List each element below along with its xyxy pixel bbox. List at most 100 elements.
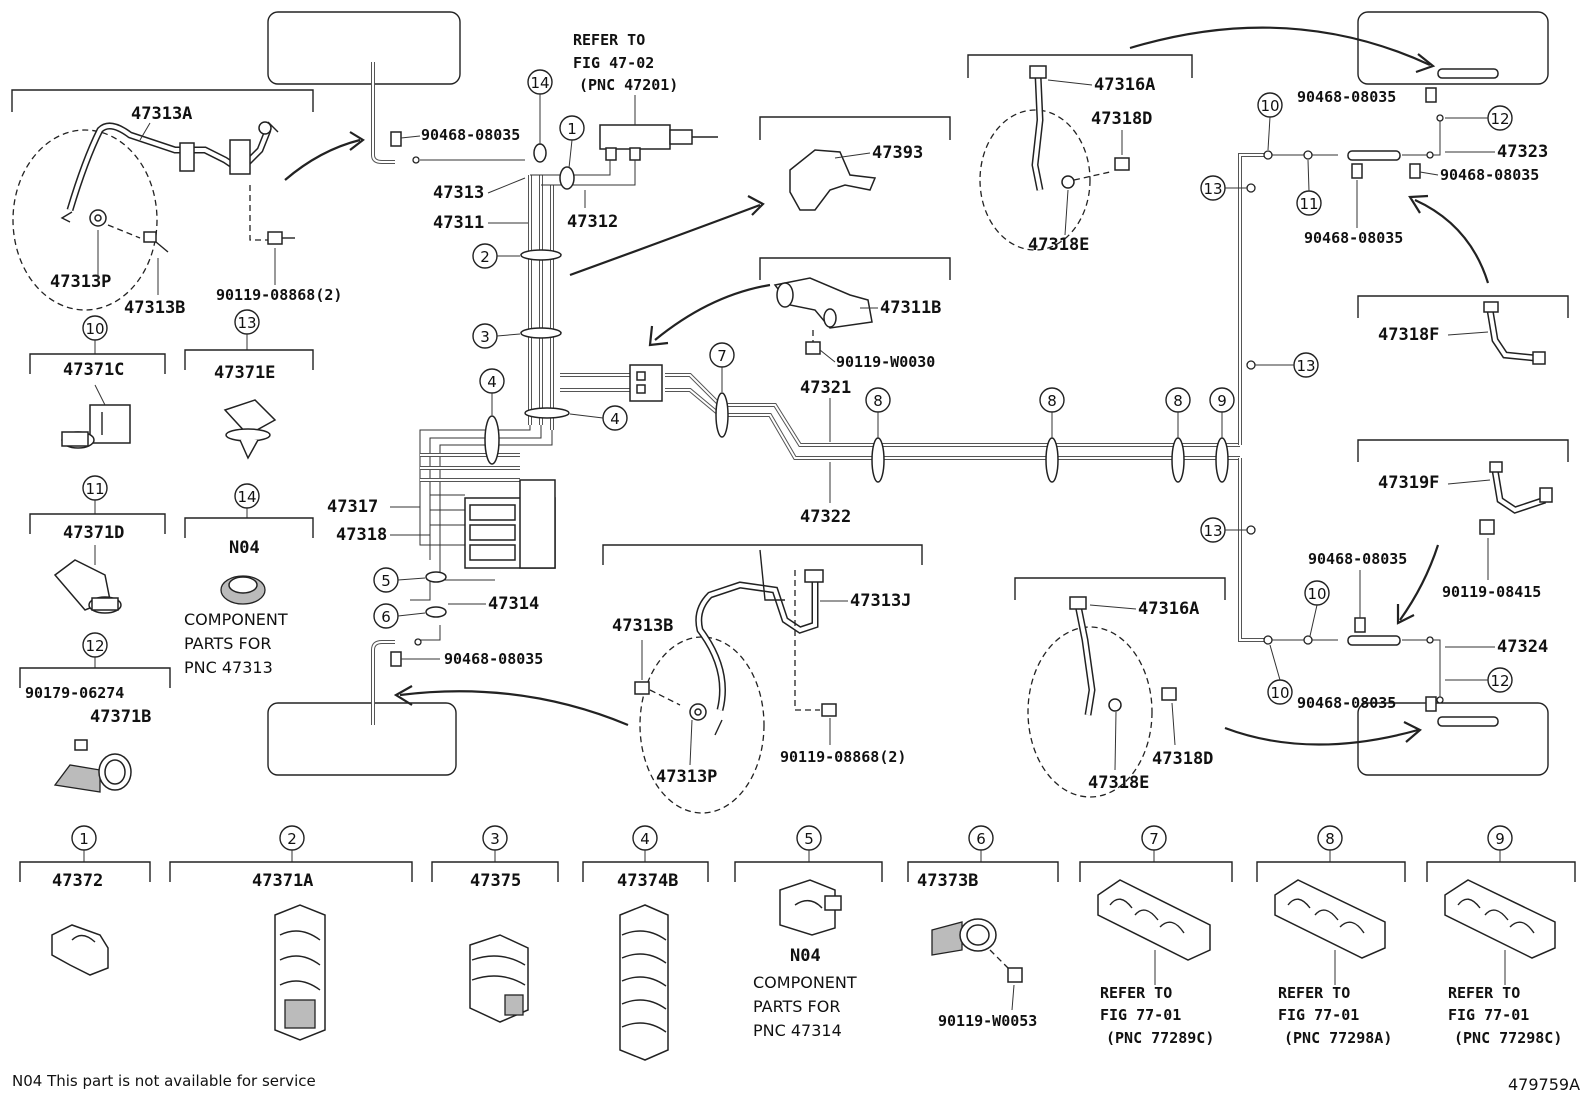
label-90119-08415: 90119-08415	[1442, 583, 1541, 601]
callout-8-center-c: 8	[1165, 387, 1191, 413]
label-47393: 47393	[872, 143, 923, 163]
ref-77298C-line-2: FIG 77-01	[1448, 1006, 1529, 1024]
clamp-14-marker	[533, 143, 547, 163]
label-47313: 47313	[433, 183, 484, 203]
clip-47373B-drawing	[931, 918, 1023, 983]
clamp-9-marker	[1215, 437, 1229, 483]
component-note-a-1: COMPONENT	[184, 610, 288, 629]
callout-1-center: 1	[559, 115, 585, 141]
label-90468-08035-f: 90468-08035	[1308, 550, 1407, 568]
label-47322: 47322	[800, 507, 851, 527]
bracket-47372	[19, 861, 151, 882]
tube-front-right-stub	[1437, 68, 1499, 79]
bracket-ref-77289C	[1079, 861, 1233, 882]
callout-13-right-c: 13	[1200, 517, 1226, 543]
clamp-5-marker	[425, 571, 447, 583]
callout-9-bottom: 9	[1487, 825, 1513, 851]
label-47314: 47314	[488, 594, 539, 614]
label-47371B: 47371B	[90, 707, 151, 727]
svg-text:2: 2	[287, 830, 297, 848]
callout-6-center: 6	[373, 603, 399, 629]
component-note-b-3: PNC 47314	[753, 1021, 842, 1040]
callout-12-right-a: 12	[1487, 105, 1513, 131]
label-47371E: 47371E	[214, 363, 275, 383]
hose-47316A-bottom-drawing	[1027, 596, 1177, 798]
svg-text:12: 12	[1490, 672, 1509, 690]
svg-text:14: 14	[237, 488, 256, 506]
label-47372: 47372	[52, 871, 103, 891]
callout-5-center: 5	[373, 567, 399, 593]
label-N04-b: N04	[790, 946, 821, 966]
bracket-47316A-bottom	[1014, 577, 1226, 600]
label-47374B: 47374B	[617, 871, 678, 891]
hose-47313A-drawing	[12, 121, 295, 311]
bracket-47318F	[1357, 295, 1569, 318]
clamp-4-marker-b	[484, 415, 500, 465]
component-note-a-3: PNC 47313	[184, 658, 273, 677]
component-note-b-1: COMPONENT	[753, 973, 857, 992]
callout-4-center-a: 4	[479, 368, 505, 394]
svg-text:6: 6	[381, 608, 391, 626]
clamp-1-marker	[559, 166, 575, 190]
svg-text:13: 13	[1203, 522, 1222, 540]
hose-47316A-top-drawing	[979, 65, 1130, 251]
clamp-4-marker-a	[524, 407, 570, 419]
arrow-to-front-right	[1129, 26, 1431, 66]
label-47371C: 47371C	[63, 360, 124, 380]
callout-3-bottom: 3	[482, 825, 508, 851]
callout-7-center: 7	[709, 342, 735, 368]
label-47318D-top: 47318D	[1091, 109, 1152, 129]
callout-3-center: 3	[472, 323, 498, 349]
bracket-N04-a	[184, 517, 314, 538]
clip-47372-drawing	[51, 924, 109, 976]
label-47311: 47311	[433, 213, 484, 233]
svg-text:12: 12	[85, 637, 104, 655]
bracket-ref-77298A	[1256, 861, 1406, 882]
callout-8-center-a: 8	[865, 387, 891, 413]
label-47317: 47317	[327, 497, 378, 517]
svg-text:10: 10	[1260, 97, 1279, 115]
label-90179-06274: 90179-06274	[25, 684, 124, 702]
label-47375: 47375	[470, 871, 521, 891]
ref-77298C-line-3: (PNC 77298C)	[1454, 1029, 1562, 1047]
svg-text:7: 7	[1149, 830, 1159, 848]
clip-77298A-drawing	[1274, 879, 1386, 959]
callout-4-center-b: 4	[602, 405, 628, 431]
clip-right-top-a	[1425, 87, 1437, 103]
svg-text:10: 10	[85, 320, 104, 338]
svg-text:4: 4	[610, 410, 620, 428]
label-90119-W0030: 90119-W0030	[836, 353, 935, 371]
part-47371D-drawing	[53, 559, 122, 614]
rear-left-reference-frame	[267, 702, 457, 776]
hose-47319F-drawing	[1479, 461, 1553, 535]
callout-8-center-b: 8	[1039, 387, 1065, 413]
bracket-47371C	[29, 353, 166, 374]
ref-77289C-line-3: (PNC 77289C)	[1106, 1029, 1214, 1047]
bracket-47313J	[602, 544, 923, 565]
svg-text:8: 8	[1047, 392, 1057, 410]
svg-text:12: 12	[1490, 110, 1509, 128]
component-note-a-2: PARTS FOR	[184, 634, 271, 653]
svg-text:9: 9	[1217, 392, 1227, 410]
svg-text:7: 7	[717, 347, 727, 365]
label-47313B-mid: 47313B	[612, 616, 673, 636]
svg-text:11: 11	[1299, 195, 1318, 213]
refer-line-1: REFER TO	[573, 31, 645, 49]
ref-77298A-line-3: (PNC 77298A)	[1284, 1029, 1392, 1047]
callout-7-bottom: 7	[1141, 825, 1167, 851]
svg-text:6: 6	[976, 830, 986, 848]
arrow-to-junction	[654, 283, 771, 341]
grommet-N04-drawing	[220, 575, 266, 605]
part-47371E-drawing	[223, 399, 277, 460]
svg-text:3: 3	[490, 830, 500, 848]
clamp-6-marker	[425, 606, 447, 618]
hose-47318F-drawing	[1483, 301, 1546, 365]
callout-13-right-b: 13	[1293, 352, 1319, 378]
label-47319F: 47319F	[1378, 473, 1439, 493]
svg-text:10: 10	[1307, 585, 1326, 603]
callout-9-center: 9	[1209, 387, 1235, 413]
label-90119-08868-b: 90119-08868(2)	[780, 748, 906, 766]
label-47316A-bottom: 47316A	[1138, 599, 1199, 619]
bracket-47313A	[11, 89, 314, 112]
